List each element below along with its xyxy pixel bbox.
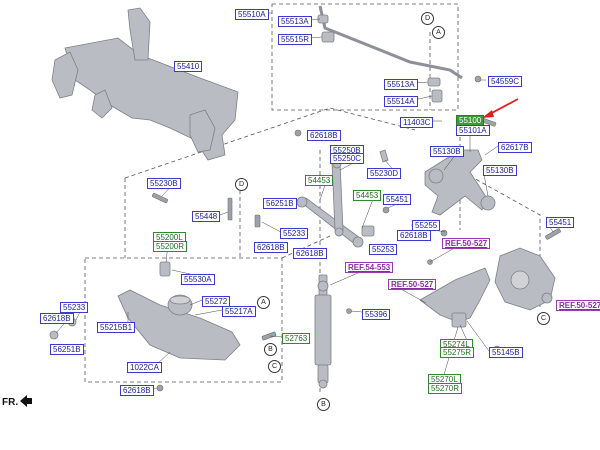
shock-absorber [314,274,332,389]
part-label-p55514A[interactable]: 55514A [384,96,418,107]
part-label-p55101A[interactable]: 55101A [456,125,490,136]
section-marker-c_c_mid: C [268,360,281,373]
part-label-p62618B_d[interactable]: 62618B [293,248,327,259]
part-label-p56251B_b[interactable]: 56251B [50,344,84,355]
part-label-p55513A[interactable]: 55513A [384,79,418,90]
part-label-p55233_a[interactable]: 55233 [280,228,309,239]
part-label-p55253[interactable]: 55253 [369,244,398,255]
part-label-p52763[interactable]: 52763 [282,333,311,344]
part-label-p55200R[interactable]: 55200R [153,241,188,252]
part-label-p55530A[interactable]: 55530A [181,274,215,285]
part-label-p62617B[interactable]: 62617B [498,142,532,153]
front-arrow-icon [20,395,32,407]
part-label-p55275R[interactable]: 55275R [440,347,475,358]
part-label-p54559C[interactable]: 54559C [488,76,523,87]
part-label-p55250C[interactable]: 55250C [330,153,365,164]
part-label-p55451[interactable]: 55451 [383,194,412,205]
upper-arm [424,149,496,216]
section-marker-c_b_mid: B [264,343,277,356]
section-marker-c_a_top: A [432,26,445,39]
part-label-p55145B[interactable]: 55145B [489,347,523,358]
section-marker-c_b_bot: B [317,398,330,411]
ref-link-ref_50527_a[interactable]: REF.50-527 [442,238,491,249]
part-label-p55130B_a[interactable]: 55130B [430,146,464,157]
part-label-p54453_b[interactable]: 54453 [353,190,382,201]
part-label-p62618B_e[interactable]: 62618B [40,313,74,324]
part-label-p55448[interactable]: 55448 [192,211,221,222]
front-marker: FR. [2,397,19,408]
part-label-p55515R[interactable]: 55515R [278,34,313,45]
part-label-p55410[interactable]: 55410 [174,61,203,72]
section-marker-c_d_top: D [421,12,434,25]
ref-link-ref_50527_c[interactable]: REF.50-527 [556,300,600,311]
part-label-p55230B[interactable]: 55230B [147,178,181,189]
section-marker-c_d_mid: D [235,178,248,191]
part-label-p55451_r[interactable]: 55451 [546,217,575,228]
part-label-p55272[interactable]: 55272 [202,296,231,307]
frame-guide-line [124,107,416,179]
part-label-p55270R[interactable]: 55270R [428,383,463,394]
stabilizer-bushings [317,14,443,103]
frame-guide-line-3 [281,235,331,259]
part-label-p55217A[interactable]: 55217A [222,306,256,317]
part-label-p62618B_f[interactable]: 62618B [120,385,154,396]
part-label-p11403C[interactable]: 11403C [400,117,434,128]
part-label-p55396[interactable]: 55396 [362,309,391,320]
part-label-p54453_a[interactable]: 54453 [305,175,334,186]
part-label-p1022CA[interactable]: 1022CA [127,362,162,373]
part-label-p62618B_a[interactable]: 62618B [307,130,341,141]
part-label-p55510A[interactable]: 55510A [235,9,269,20]
part-label-p56251B_a[interactable]: 56251B [263,198,297,209]
lateral-links [296,149,389,248]
section-marker-c_c_right: C [537,312,550,325]
section-marker-c_a_mid: A [257,296,270,309]
ref-link-ref_50527_b[interactable]: REF.50-527 [388,279,437,290]
crossmember-subframe [51,7,239,161]
part-label-p62618B_b[interactable]: 62618B [397,230,431,241]
stabilizer-bar [318,5,463,80]
part-label-p62618B_c[interactable]: 62618B [254,242,288,253]
part-label-p55513A_top[interactable]: 55513A [278,16,312,27]
ref-link-ref_54553[interactable]: REF.54-553 [345,262,394,273]
part-label-p55215B1[interactable]: 55215B1 [97,322,136,333]
red-pointer-arrow [482,98,519,118]
stabilizer-frame [271,3,459,111]
part-label-p55230D[interactable]: 55230D [367,168,402,179]
part-label-p55233_b[interactable]: 55233 [60,302,89,313]
trailing-arm-knuckle [419,247,556,328]
part-label-p55130B_b[interactable]: 55130B [483,165,517,176]
